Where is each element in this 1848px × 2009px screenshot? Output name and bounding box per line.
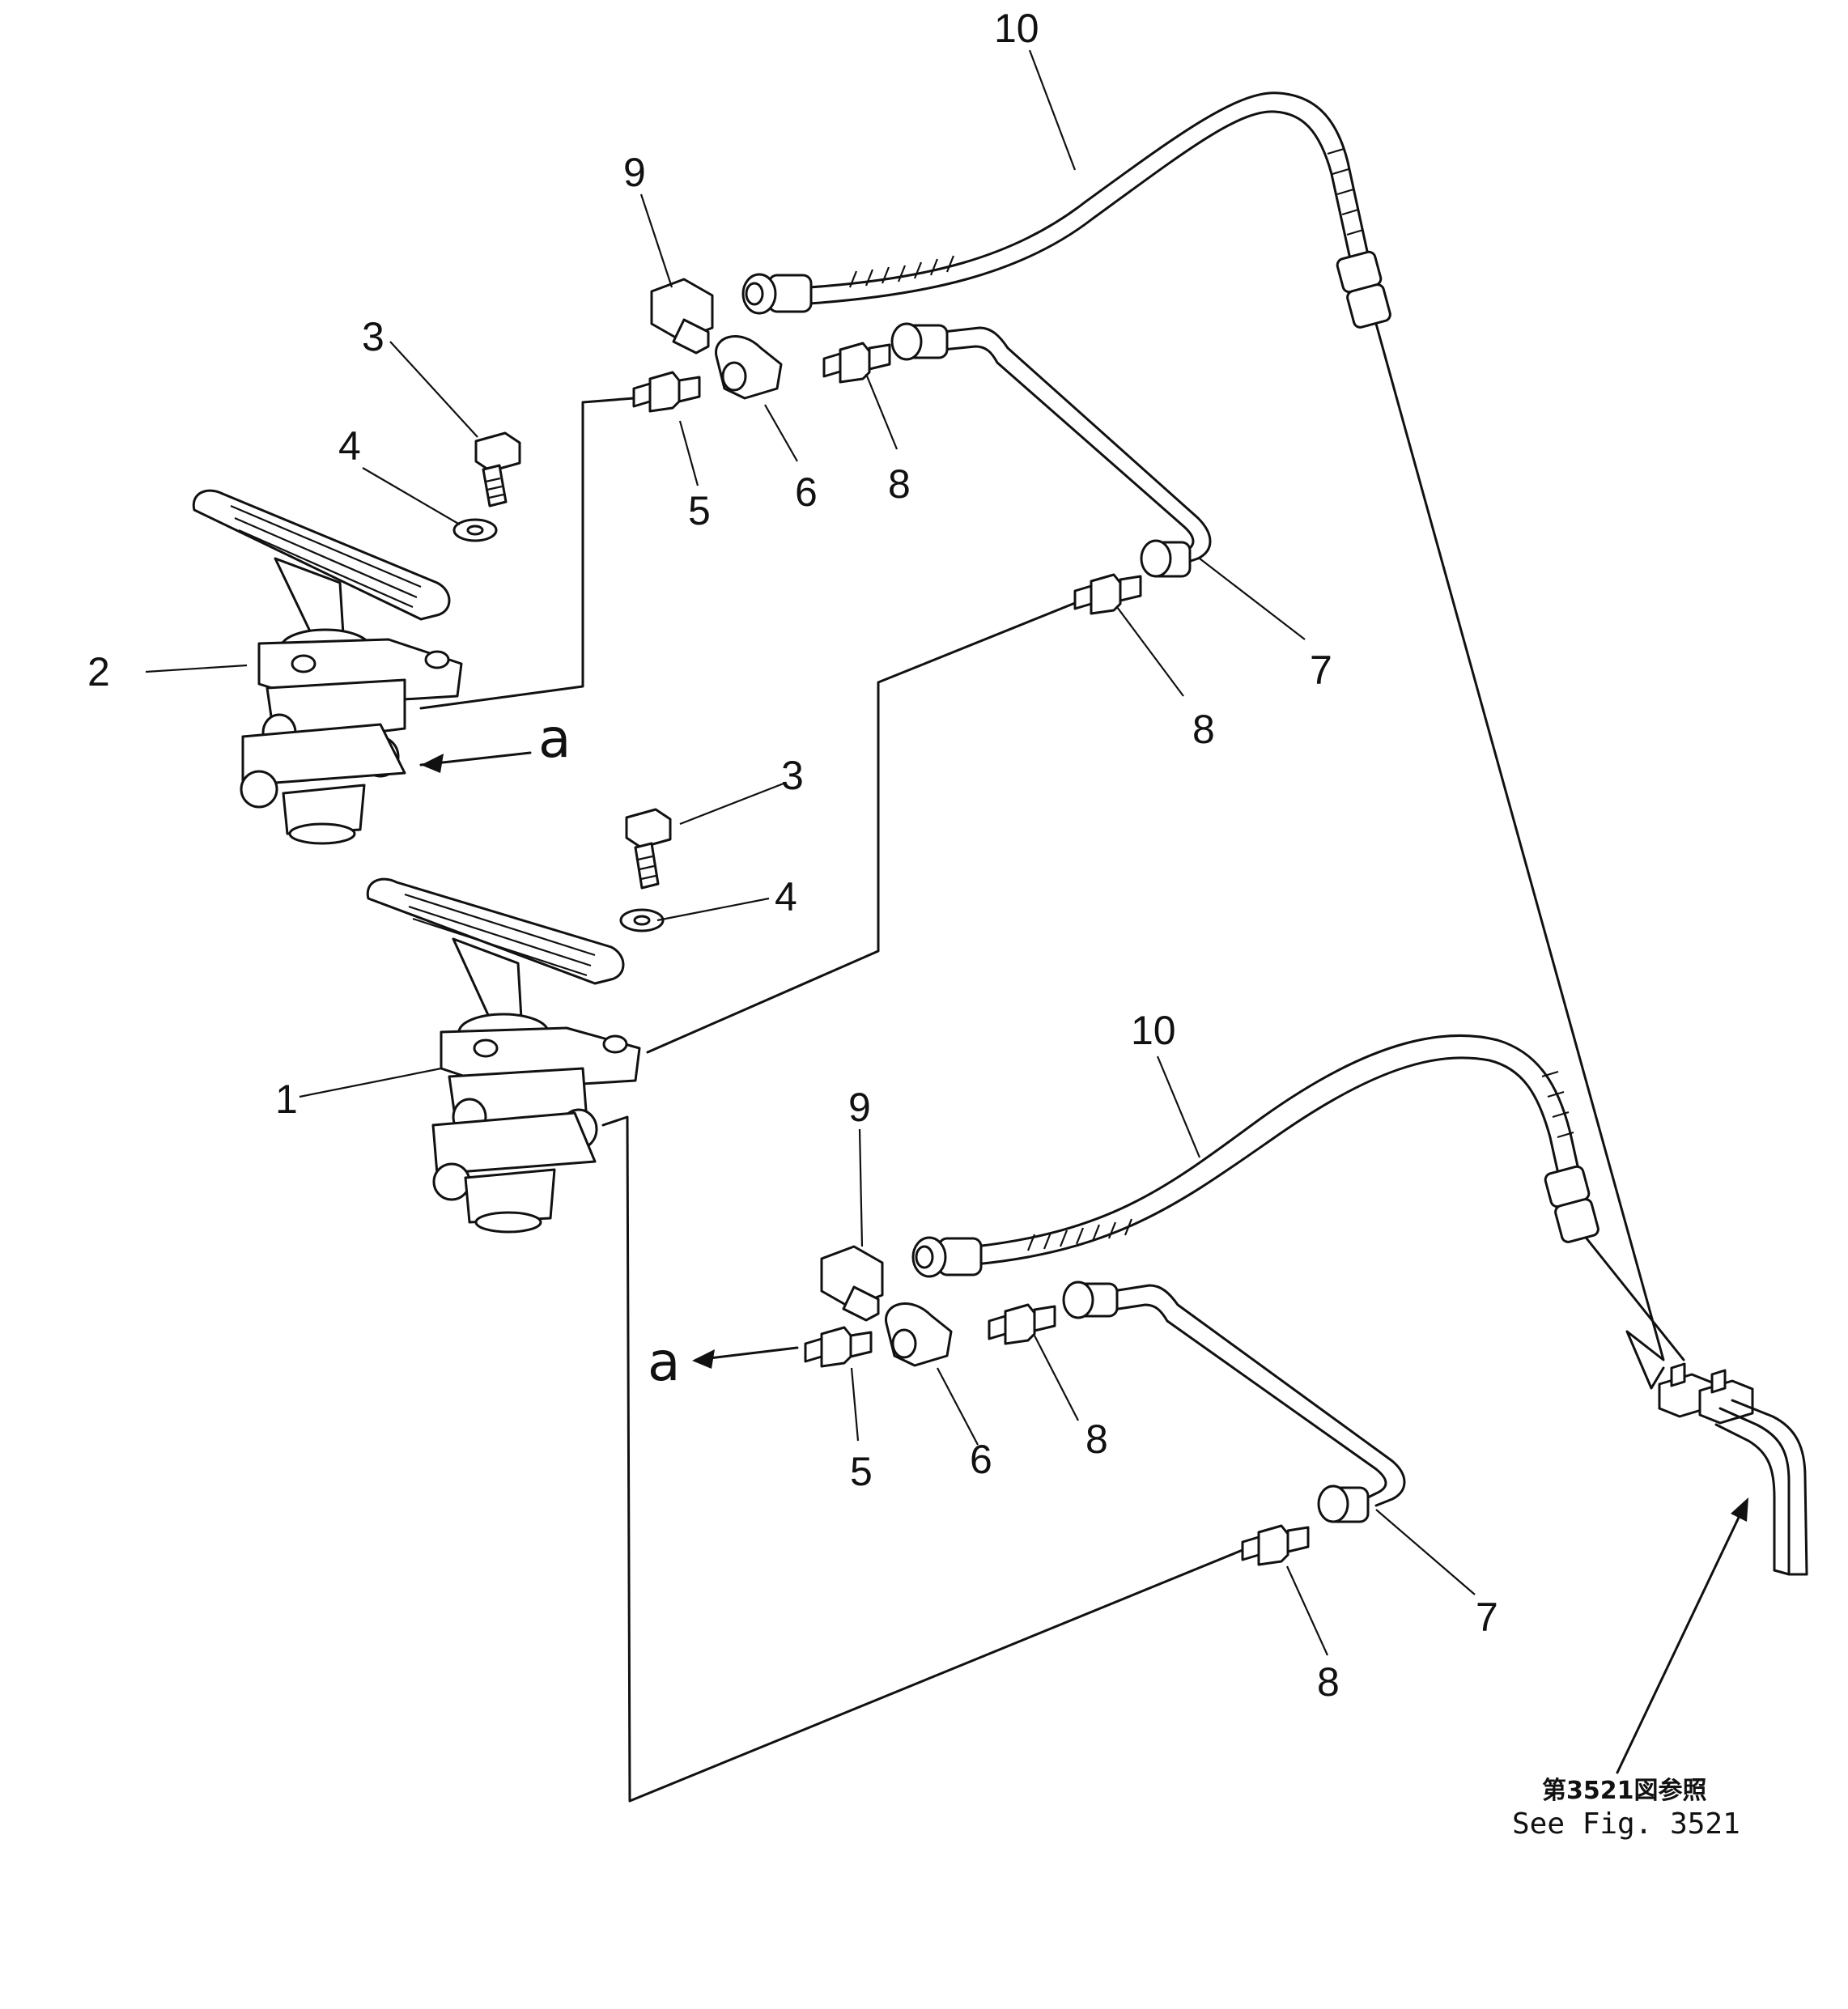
callout-10-lower: 10 [1131,1008,1176,1053]
elbow-9-upper [650,278,714,355]
brake-valve-2 [192,489,463,845]
reference-arrow [1616,1497,1748,1774]
line-valve2-to-connector5 [419,397,635,710]
callout-4-upper: 4 [338,423,361,469]
washer-4-lower [619,908,665,932]
tube-7-upper [890,322,1212,578]
callout-10-upper: 10 [994,6,1039,51]
bolt-3-upper [474,431,521,508]
bolt-3-lower [625,808,672,890]
callout-7-lower: 7 [1476,1595,1498,1640]
hose-10-lower [911,1034,1599,1278]
reference-note-english: See Fig. 3521 [1512,1807,1740,1841]
callout-6-upper: 6 [795,469,818,515]
brake-valve-1 [366,877,641,1234]
line-valve1-to-lower-connector8 [601,1115,1244,1803]
callout-5-upper: 5 [688,488,711,533]
callout-8-upper-right: 8 [888,461,911,507]
callout-4-lower: 4 [775,874,797,920]
callout-a-lower: a [648,1331,680,1393]
elbow-9-lower [820,1245,884,1322]
callout-8-lower-right: 8 [1085,1416,1108,1462]
line-upper-hose-to-junction [1374,322,1665,1390]
callout-5-lower: 5 [850,1449,873,1494]
callout-9-upper: 9 [623,150,646,195]
callout-9-lower: 9 [848,1085,871,1130]
connector-8-lower-lower [1241,1524,1310,1566]
washer-4-upper [452,518,498,542]
hose-10-upper [741,91,1391,329]
callout-7-upper: 7 [1310,648,1332,693]
line-valve1-to-connector8 [646,601,1077,1054]
callout-6-lower: 6 [970,1437,992,1482]
line-lower-hose-to-junction [1585,1237,1685,1361]
callout-1: 1 [275,1077,298,1122]
callout-8-lower-lower: 8 [1317,1659,1340,1705]
callout-8-upper-lower: 8 [1192,707,1215,752]
connector-8-lower-right [988,1303,1056,1345]
leader-lines [145,49,1476,1656]
view-arrow-a-lower [692,1346,799,1369]
connector-5-lower [804,1326,873,1368]
callout-3-lower: 3 [781,753,804,798]
tee-6-upper [715,335,783,400]
tee-6-lower [885,1302,953,1367]
tube-7-lower [1062,1281,1406,1523]
callout-a-upper: a [538,707,571,770]
view-arrow-a-upper [419,751,532,773]
connector-8-upper-lower [1073,573,1142,615]
callout-2: 2 [87,649,110,694]
reference-note-japanese: 第3521図参照 [1542,1777,1707,1805]
callout-3-upper: 3 [362,314,384,359]
connector-8-upper-right [822,342,891,384]
connector-5-upper [632,371,701,413]
junction-block [1658,1362,1808,1576]
